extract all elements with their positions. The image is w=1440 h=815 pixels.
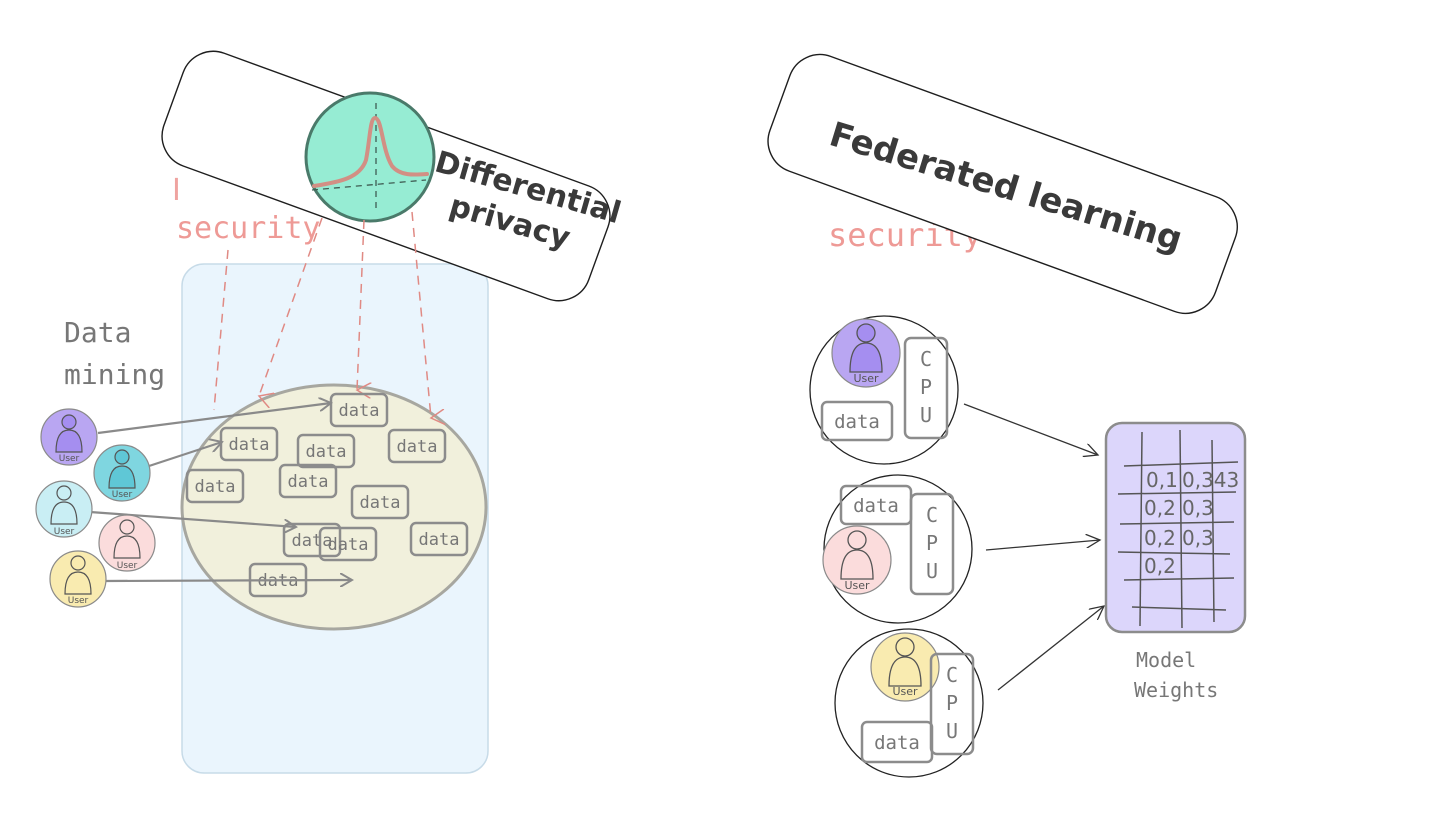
- cpu-box: C P U: [929, 652, 975, 756]
- users: User User User User: [35, 408, 156, 608]
- client-node-1: User C P U data: [809, 315, 959, 465]
- svg-text:data: data: [328, 535, 369, 555]
- user-data-arrows: [89, 403, 352, 581]
- data-box: data: [820, 400, 894, 442]
- cpu-box: C P U: [909, 492, 955, 596]
- weight-cell: 0,3: [1182, 526, 1214, 550]
- model-weights-table: 0,1 0,343 0,2 0,3 0,2 0,3 0,2: [1104, 421, 1247, 634]
- svg-text:P: P: [920, 375, 932, 399]
- federated-learning-diagram: security Federated learning User C P U: [767, 53, 1247, 778]
- model-weights-label-line-1: Model: [1136, 648, 1196, 672]
- data-box: data: [185, 468, 245, 504]
- federated-learning-title-card: [767, 53, 1238, 315]
- svg-text:data: data: [288, 472, 329, 492]
- svg-text:C: C: [946, 663, 958, 687]
- svg-text:User: User: [844, 579, 870, 592]
- user-avatar-purple: User: [40, 408, 98, 466]
- user-avatar-yellow: User: [870, 632, 940, 702]
- svg-text:User: User: [892, 685, 918, 698]
- svg-text:U: U: [946, 719, 958, 743]
- svg-text:User: User: [59, 454, 80, 464]
- data-mining-label-line-1: Data: [64, 316, 131, 349]
- faded-label-prefix: I: [172, 173, 181, 208]
- noise-injection-arrows: [213, 211, 431, 418]
- differential-privacy-diagram: I security Differential privacy: [35, 50, 625, 774]
- svg-text:U: U: [920, 403, 932, 427]
- data-box: data: [860, 720, 934, 764]
- gaussian-noise-icon: [304, 91, 436, 223]
- user-avatar-purple: User: [831, 318, 901, 388]
- user-avatar-pink: User: [98, 514, 156, 572]
- svg-text:data: data: [195, 477, 236, 497]
- data-pool-blob: [180, 383, 488, 631]
- user-avatar-yellow: User: [49, 550, 107, 608]
- svg-text:data: data: [306, 442, 347, 462]
- user-head-icon: [61, 414, 77, 430]
- svg-text:User: User: [112, 490, 133, 500]
- user-avatar-teal: User: [93, 444, 151, 502]
- faded-security-label: security: [176, 211, 321, 246]
- svg-text:data: data: [292, 531, 333, 551]
- weight-upload-arrows: [963, 403, 1104, 691]
- data-box: data: [318, 526, 378, 562]
- svg-text:P: P: [926, 531, 938, 555]
- data-box: data: [387, 428, 447, 464]
- svg-text:C: C: [920, 347, 932, 371]
- data-box: data: [350, 484, 410, 520]
- svg-text:User: User: [853, 372, 879, 385]
- weight-cell: 0,3: [1182, 496, 1214, 520]
- svg-text:data: data: [419, 530, 460, 550]
- svg-text:U: U: [926, 559, 938, 583]
- weight-cell: 0,2: [1144, 554, 1176, 578]
- svg-text:data: data: [874, 732, 920, 754]
- svg-text:data: data: [397, 437, 438, 457]
- svg-text:User: User: [54, 527, 75, 537]
- user-avatar-light-teal: User: [35, 480, 93, 538]
- client-node-2: data User C P U: [822, 474, 973, 624]
- client-node-3: User C P U data: [834, 628, 984, 778]
- user-avatar-pink: User: [822, 525, 892, 595]
- svg-text:data: data: [229, 435, 270, 455]
- data-box: data: [282, 522, 342, 558]
- weight-cell: 0,1: [1146, 468, 1178, 492]
- cpu-box: C P U: [903, 336, 949, 440]
- weight-cell: 0,343: [1182, 468, 1239, 492]
- data-box: data: [278, 463, 338, 499]
- svg-text:data: data: [360, 493, 401, 513]
- data-box: data: [296, 433, 356, 469]
- svg-text:data: data: [339, 401, 380, 421]
- weight-cell: 0,2: [1144, 526, 1176, 550]
- svg-text:data: data: [853, 495, 899, 517]
- svg-text:C: C: [926, 503, 938, 527]
- svg-text:User: User: [68, 596, 89, 606]
- svg-text:User: User: [117, 561, 138, 571]
- weight-cell: 0,2: [1144, 496, 1176, 520]
- svg-text:data: data: [834, 411, 880, 433]
- data-mining-label-line-2: mining: [64, 358, 165, 391]
- svg-text:P: P: [946, 691, 958, 715]
- model-weights-label-line-2: Weights: [1134, 678, 1218, 702]
- data-box: data: [409, 521, 469, 557]
